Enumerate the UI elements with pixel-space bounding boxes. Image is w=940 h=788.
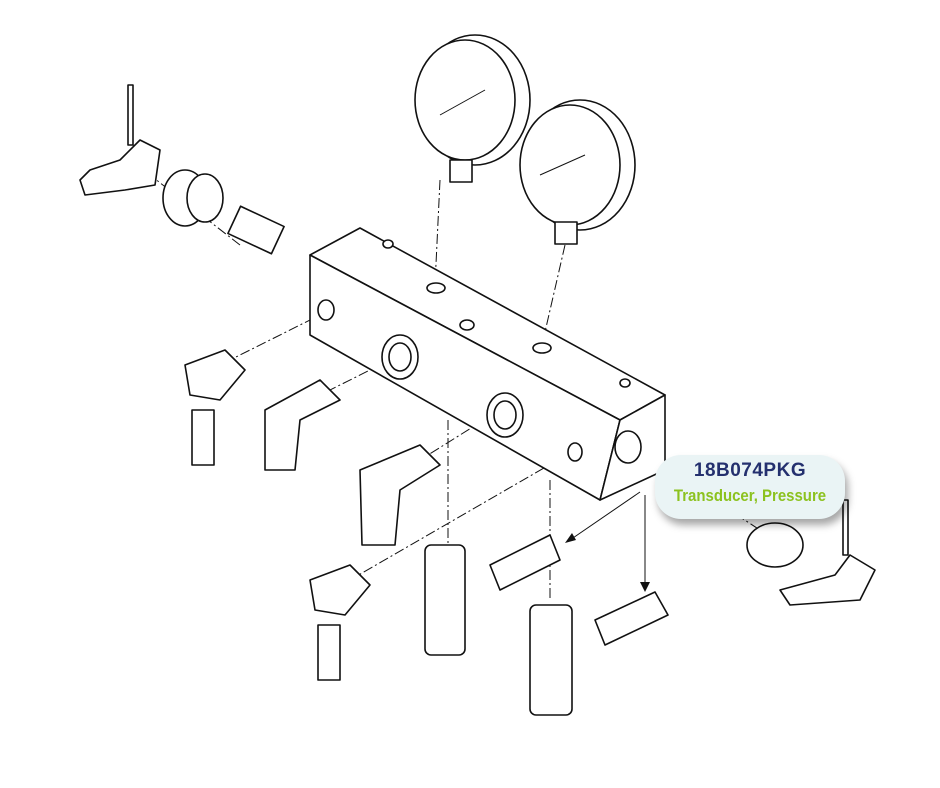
part-callout: 18B074PKG Transducer, Pressure — [655, 455, 845, 519]
callout-arrows — [565, 491, 650, 592]
valve-handle-left — [79, 84, 285, 255]
pressure-gauge-right — [519, 99, 636, 245]
pressure-gauge-left — [414, 34, 531, 183]
valve-handle-right — [746, 499, 876, 606]
part-description: Transducer, Pressure — [673, 486, 827, 505]
fittings — [184, 349, 669, 716]
manifold-block — [309, 227, 666, 501]
part-number: 18B074PKG — [693, 460, 807, 481]
